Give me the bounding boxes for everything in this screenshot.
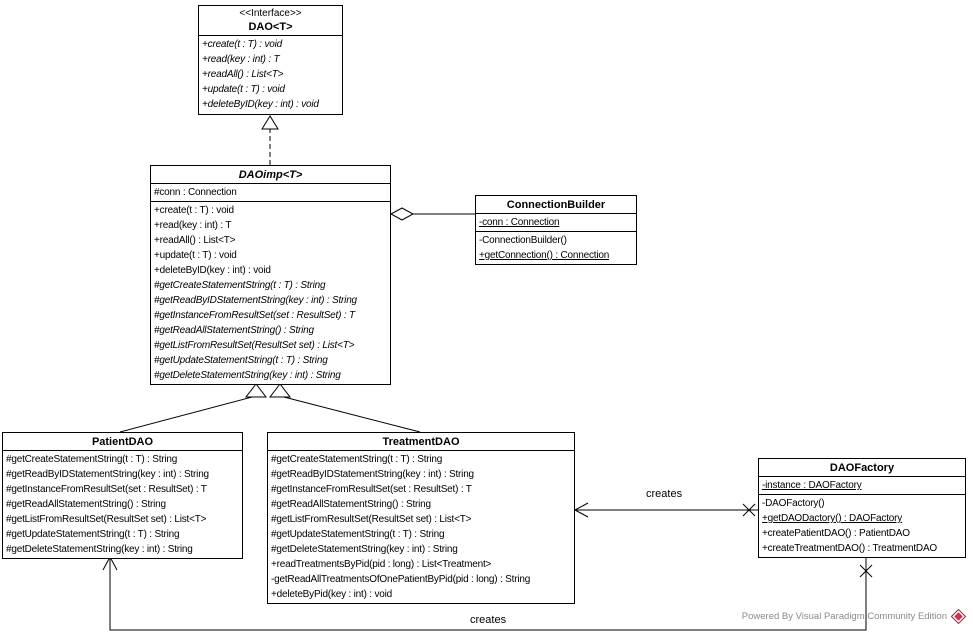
generalization-patientdao-to-daoimp[interactable] — [119, 383, 268, 433]
class-treatmentdao[interactable]: TreatmentDAO #getCreateStatementString(t… — [267, 432, 575, 604]
method: +getDAODactory() : DAOFactory — [762, 513, 903, 524]
method: #getInstanceFromResultSet(set : ResultSe… — [271, 484, 472, 495]
class-title: <<Interface>> DAO<T> — [199, 6, 342, 35]
method: #getUpdateStatementString(t : T) : Strin… — [271, 529, 445, 540]
method: -getReadAllTreatmentsOfOnePatientByPid(p… — [271, 574, 531, 585]
edge-label-creates-treatmentdao: creates — [646, 488, 683, 500]
association-factory-creates-treatmentdao[interactable] — [574, 502, 758, 518]
class-name: DAO<T> — [248, 21, 293, 33]
methods-compartment: #getCreateStatementString(t : T) : Strin… — [3, 450, 242, 558]
attribute: #conn : Connection — [154, 187, 237, 198]
method: +update(t : T) : void — [154, 250, 237, 261]
visual-paradigm-logo-icon — [951, 609, 966, 624]
method: #getUpdateStatementString(t : T) : Strin… — [6, 529, 180, 540]
edge-label-creates-patientdao: creates — [470, 614, 507, 626]
method: #getCreateStatementString(t : T) : Strin… — [271, 454, 443, 465]
class-dao-interface[interactable]: <<Interface>> DAO<T> +create(t : T) : vo… — [198, 5, 343, 115]
attributes-compartment: #conn : Connection — [151, 183, 390, 201]
class-title: DAOimp<T> — [151, 166, 390, 183]
methods-compartment: +create(t : T) : void +read(key : int) :… — [151, 201, 390, 384]
aggregation-daoimp-connectionbuilder[interactable] — [389, 207, 475, 221]
class-title: DAOFactory — [759, 459, 965, 476]
generalization-treatmentdao-to-daoimp[interactable] — [268, 383, 421, 433]
method: -DAOFactory() — [762, 498, 825, 509]
method: +getConnection() : Connection — [479, 250, 610, 261]
method: +readTreatmentsByPid(pid : long) : List<… — [271, 559, 492, 570]
attribute: -instance : DAOFactory — [762, 480, 862, 491]
class-title: ConnectionBuilder — [476, 196, 636, 213]
association-factory-creates-patientdao[interactable] — [102, 556, 873, 631]
stereotype-label: <<Interface>> — [239, 8, 302, 19]
method: +createTreatmentDAO() : TreatmentDAO — [762, 543, 937, 554]
method: #getListFromResultSet(ResultSet set) : L… — [271, 514, 472, 525]
method: #getReadAllStatementString() : String — [6, 499, 166, 510]
method: #getReadByIDStatementString(key : int) :… — [271, 469, 474, 480]
method: -ConnectionBuilder() — [479, 235, 567, 246]
method: #getUpdateStatementString(t : T) : Strin… — [154, 355, 328, 366]
class-daofactory[interactable]: DAOFactory -instance : DAOFactory -DAOFa… — [758, 458, 966, 558]
methods-compartment: -ConnectionBuilder() +getConnection() : … — [476, 231, 636, 264]
watermark: Powered By Visual Paradigm Community Edi… — [742, 609, 966, 624]
class-name: ConnectionBuilder — [506, 199, 606, 211]
method: #getCreateStatementString(t : T) : Strin… — [154, 280, 326, 291]
method: #getDeleteStatementString(key : int) : S… — [154, 370, 341, 381]
method: #getReadByIDStatementString(key : int) :… — [154, 295, 357, 306]
class-title: PatientDAO — [3, 433, 242, 450]
method: +create(t : T) : void — [154, 205, 234, 216]
method: +read(key : int) : T — [202, 54, 280, 65]
method: #getListFromResultSet(ResultSet set) : L… — [154, 340, 355, 351]
method: +deleteByPid(key : int) : void — [271, 589, 393, 600]
method: #getInstanceFromResultSet(set : ResultSe… — [154, 310, 355, 321]
open-arrowhead — [102, 556, 111, 571]
class-name: PatientDAO — [91, 436, 154, 448]
method: #getReadAllStatementString() : String — [271, 499, 431, 510]
open-arrowhead — [574, 502, 589, 511]
class-connectionbuilder[interactable]: ConnectionBuilder -conn : Connection -Co… — [475, 195, 637, 265]
method: #getDeleteStatementString(key : int) : S… — [271, 544, 458, 555]
method: +deleteByID(key : int) : void — [202, 99, 319, 110]
method: #getInstanceFromResultSet(set : ResultSe… — [6, 484, 207, 495]
realization-daoimp-to-dao[interactable] — [261, 115, 279, 165]
class-title: TreatmentDAO — [268, 433, 574, 450]
hollow-triangle-arrowhead — [244, 383, 268, 398]
non-navigable-x-icon — [742, 503, 756, 517]
open-arrowhead — [574, 509, 589, 518]
attributes-compartment: -conn : Connection — [476, 213, 636, 231]
non-navigable-x-icon — [859, 564, 873, 578]
method: #getCreateStatementString(t : T) : Strin… — [6, 454, 178, 465]
method: +read(key : int) : T — [154, 220, 232, 231]
hollow-triangle-arrowhead — [268, 383, 292, 398]
aggregation-diamond-icon — [389, 207, 415, 221]
class-name: DAOimp<T> — [238, 169, 303, 181]
method: +readAll() : List<T> — [154, 235, 236, 246]
method: +createPatientDAO() : PatientDAO — [762, 528, 910, 539]
method: +create(t : T) : void — [202, 39, 282, 50]
class-daoimp[interactable]: DAOimp<T> #conn : Connection +create(t :… — [150, 165, 391, 385]
method: +deleteByID(key : int) : void — [154, 265, 271, 276]
methods-compartment: #getCreateStatementString(t : T) : Strin… — [268, 450, 574, 603]
class-name: TreatmentDAO — [382, 436, 460, 448]
class-patientdao[interactable]: PatientDAO #getCreateStatementString(t :… — [2, 432, 243, 559]
open-arrowhead — [109, 556, 118, 571]
attributes-compartment: -instance : DAOFactory — [759, 476, 965, 494]
attribute: -conn : Connection — [479, 217, 560, 228]
class-name: DAOFactory — [829, 462, 895, 474]
method: #getReadByIDStatementString(key : int) :… — [6, 469, 209, 480]
methods-compartment: +create(t : T) : void +read(key : int) :… — [199, 35, 342, 113]
hollow-triangle-arrowhead — [261, 115, 279, 130]
methods-compartment: -DAOFactory() +getDAODactory() : DAOFact… — [759, 494, 965, 557]
method: #getDeleteStatementString(key : int) : S… — [6, 544, 193, 555]
method: +update(t : T) : void — [202, 84, 285, 95]
method: #getListFromResultSet(ResultSet set) : L… — [6, 514, 207, 525]
watermark-text: Powered By Visual Paradigm Community Edi… — [741, 611, 947, 622]
method: #getReadAllStatementString() : String — [154, 325, 314, 336]
method: +readAll() : List<T> — [202, 69, 284, 80]
